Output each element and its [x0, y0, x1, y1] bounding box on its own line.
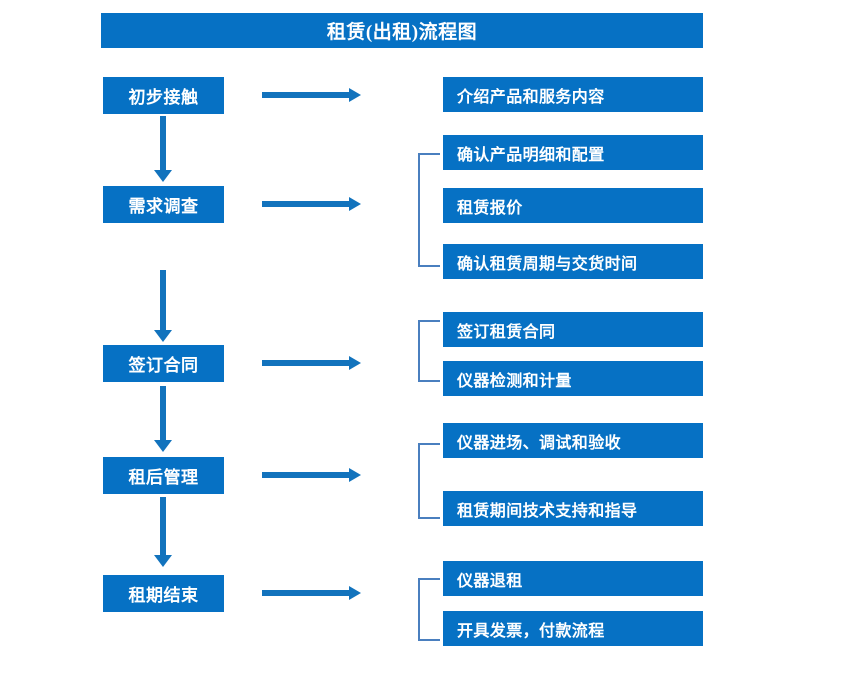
- arrow-down-2: [154, 270, 172, 342]
- detail-box-5-2[interactable]: 开具发票，付款流程: [443, 611, 703, 646]
- detail-box-3-1[interactable]: 签订租赁合同: [443, 312, 703, 347]
- detail-box-4-1[interactable]: 仪器进场、调试和验收: [443, 423, 703, 458]
- arrow-head: [154, 440, 172, 452]
- arrow-down-4: [154, 497, 172, 567]
- arrow-head: [154, 170, 172, 182]
- arrow-shaft: [262, 360, 350, 366]
- group-bracket-2: [418, 153, 440, 267]
- arrow-head: [349, 586, 361, 600]
- arrow-head: [349, 468, 361, 482]
- arrow-head: [349, 88, 361, 102]
- arrow-shaft: [160, 116, 166, 170]
- stage-box-2[interactable]: 需求调查: [103, 186, 224, 223]
- arrow-right-3: [262, 354, 361, 372]
- arrow-head: [349, 197, 361, 211]
- detail-box-3-2[interactable]: 仪器检测和计量: [443, 361, 703, 396]
- stage-box-4[interactable]: 租后管理: [103, 457, 224, 494]
- arrow-right-4: [262, 466, 361, 484]
- arrow-down-1: [154, 116, 172, 182]
- arrow-down-3: [154, 386, 172, 452]
- detail-box-5-1[interactable]: 仪器退租: [443, 561, 703, 596]
- detail-box-1-1[interactable]: 介绍产品和服务内容: [443, 77, 703, 112]
- detail-box-2-1[interactable]: 确认产品明细和配置: [443, 135, 703, 170]
- arrow-shaft: [262, 92, 350, 98]
- detail-box-2-3[interactable]: 确认租赁周期与交货时间: [443, 244, 703, 279]
- stage-box-1[interactable]: 初步接触: [103, 77, 224, 114]
- page-title: 租赁(出租)流程图: [101, 13, 703, 48]
- group-bracket-3: [418, 320, 440, 382]
- detail-box-2-2[interactable]: 租赁报价: [443, 188, 703, 223]
- arrow-shaft: [262, 472, 350, 478]
- arrow-shaft: [262, 201, 350, 207]
- group-bracket-4: [418, 443, 440, 519]
- detail-box-4-2[interactable]: 租赁期间技术支持和指导: [443, 491, 703, 526]
- arrow-head: [349, 356, 361, 370]
- arrow-shaft: [160, 386, 166, 440]
- arrow-head: [154, 330, 172, 342]
- arrow-right-1: [262, 86, 361, 104]
- arrow-shaft: [262, 590, 350, 596]
- arrow-head: [154, 555, 172, 567]
- stage-box-5[interactable]: 租期结束: [103, 575, 224, 612]
- arrow-shaft: [160, 497, 166, 555]
- group-bracket-5: [418, 578, 440, 641]
- arrow-shaft: [160, 270, 166, 330]
- arrow-right-5: [262, 584, 361, 602]
- arrow-right-2: [262, 195, 361, 213]
- stage-box-3[interactable]: 签订合同: [103, 345, 224, 382]
